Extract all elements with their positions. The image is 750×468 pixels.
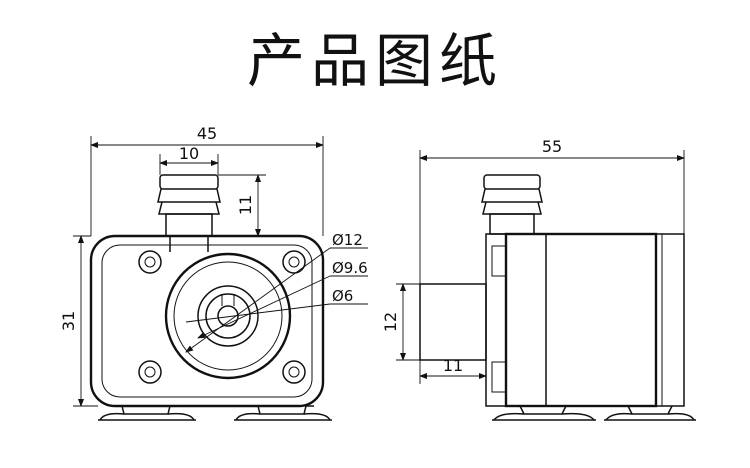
outlet-width-label: 10 xyxy=(179,144,199,163)
diameter-9-6-label: Ø9.6 xyxy=(332,259,368,277)
dimension-inlet-height: 12 xyxy=(381,283,420,361)
inlet-height-label: 12 xyxy=(381,312,400,332)
width-label: 45 xyxy=(197,124,217,143)
outlet-height-label: 11 xyxy=(236,195,255,215)
drawing-title: 产品图纸 xyxy=(246,27,503,95)
dimension-height: 31 xyxy=(59,235,98,407)
dimension-outlet-width: 10 xyxy=(159,144,219,175)
inlet-port xyxy=(164,252,292,380)
dimension-width: 45 xyxy=(90,124,324,236)
diameter-leaders: Ø12 Ø9.6 Ø6 xyxy=(185,231,368,353)
mounting-holes xyxy=(138,250,306,384)
side-feet xyxy=(492,405,696,421)
side-view: 55 12 11 xyxy=(381,137,696,421)
pump-body xyxy=(89,234,325,408)
diameter-6-label: Ø6 xyxy=(332,287,353,305)
length-label: 55 xyxy=(542,137,562,156)
suction-feet xyxy=(98,405,332,421)
dimension-length: 55 xyxy=(419,137,685,284)
height-label: 31 xyxy=(59,311,78,331)
dimension-outlet-height: 11 xyxy=(212,174,266,237)
outlet-nozzle xyxy=(157,174,221,252)
inlet-length-label: 11 xyxy=(443,356,463,375)
dimension-inlet-length: 11 xyxy=(419,356,487,384)
side-inlet-pipe xyxy=(419,283,487,361)
side-body xyxy=(485,232,685,408)
diameter-12-label: Ø12 xyxy=(332,231,363,249)
front-view: 45 10 11 31 xyxy=(59,124,368,421)
side-outlet-nozzle xyxy=(481,174,543,235)
